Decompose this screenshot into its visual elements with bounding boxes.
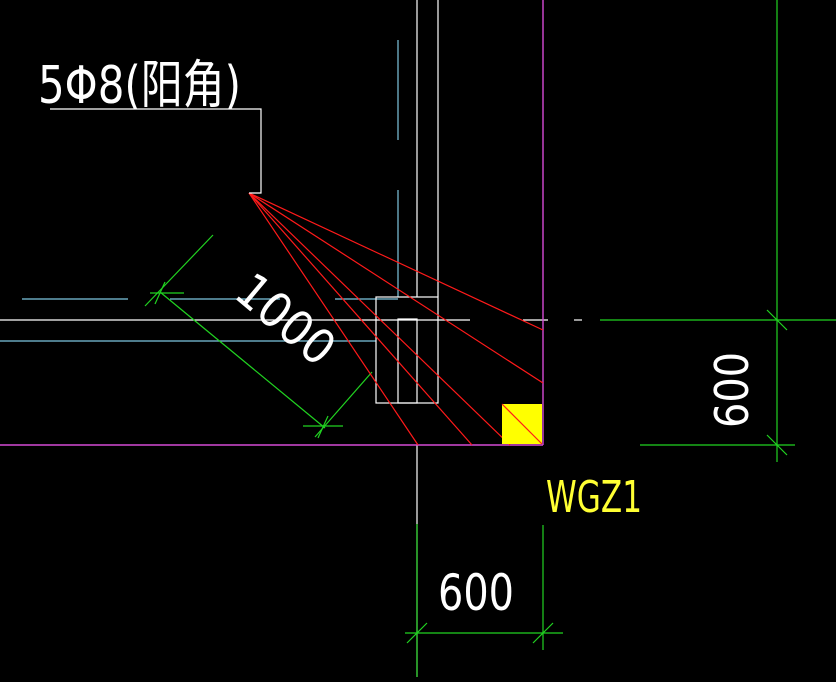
vertical-dimension-text: 600 xyxy=(705,352,759,428)
centerlines xyxy=(0,40,399,342)
rebar-fan xyxy=(248,192,544,446)
axis-lines xyxy=(405,0,836,677)
diagonal-dimension xyxy=(144,234,373,439)
column-outline-top xyxy=(416,0,439,677)
column-label: WGZ1 xyxy=(546,472,642,523)
horizontal-dimension-text: 600 xyxy=(438,564,514,622)
wall-lines xyxy=(0,0,544,446)
column-sections xyxy=(375,296,439,404)
rebar-callout-text: 5Φ8(阳角) xyxy=(38,56,241,116)
column-diagonal xyxy=(501,403,543,445)
dimension-ticks xyxy=(406,309,788,644)
callout-leader xyxy=(50,108,262,194)
